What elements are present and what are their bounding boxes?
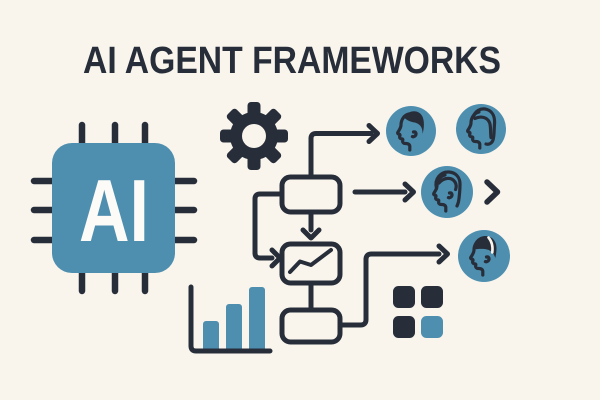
flowchart: [279, 174, 343, 345]
chevron-right-icon: [484, 179, 501, 205]
hair-streak: [487, 236, 494, 254]
bar: [203, 321, 219, 352]
gear-icon: [220, 102, 288, 170]
gear-hole: [242, 124, 266, 148]
arrowhead: [436, 243, 450, 265]
grid-tile: [393, 286, 415, 308]
bar-chart-icon: [188, 284, 273, 354]
hair: [471, 107, 497, 146]
flowchart-connectors: [252, 123, 450, 328]
grid-tile-accent: [421, 316, 443, 338]
arrowhead: [402, 181, 416, 203]
hair-inner: [437, 176, 458, 192]
person-profile-short-hair: [386, 106, 436, 156]
hair-inner: [473, 115, 493, 140]
connector-bottom-right: [337, 251, 442, 328]
person-profile-wavy-hair: [421, 166, 473, 218]
hair: [403, 111, 424, 134]
chip-body: [52, 143, 175, 273]
connector-left-loop: [252, 191, 285, 261]
grid-tile: [393, 316, 415, 338]
person-profile-bob-hair: [456, 104, 506, 154]
app-grid-icon: [393, 286, 443, 338]
hair: [434, 170, 462, 208]
person-profile-curly-hair: [458, 230, 510, 282]
flow-node-bottom: [279, 307, 343, 345]
grid-tile: [421, 286, 443, 308]
bar: [226, 304, 242, 352]
arrowhead: [366, 123, 380, 144]
bar: [249, 287, 265, 352]
chart-axes: [188, 284, 273, 354]
trend-line-icon: [288, 248, 333, 274]
connector-up-right: [308, 131, 374, 180]
arrowhead: [300, 227, 322, 241]
flow-node-trend: [279, 241, 343, 286]
page-title: AI AGENT FRAMEWORKS: [83, 40, 501, 82]
chip-label: AI: [79, 161, 149, 260]
flow-node-top: [279, 174, 343, 215]
ai-chip-icon: AI: [30, 121, 198, 295]
